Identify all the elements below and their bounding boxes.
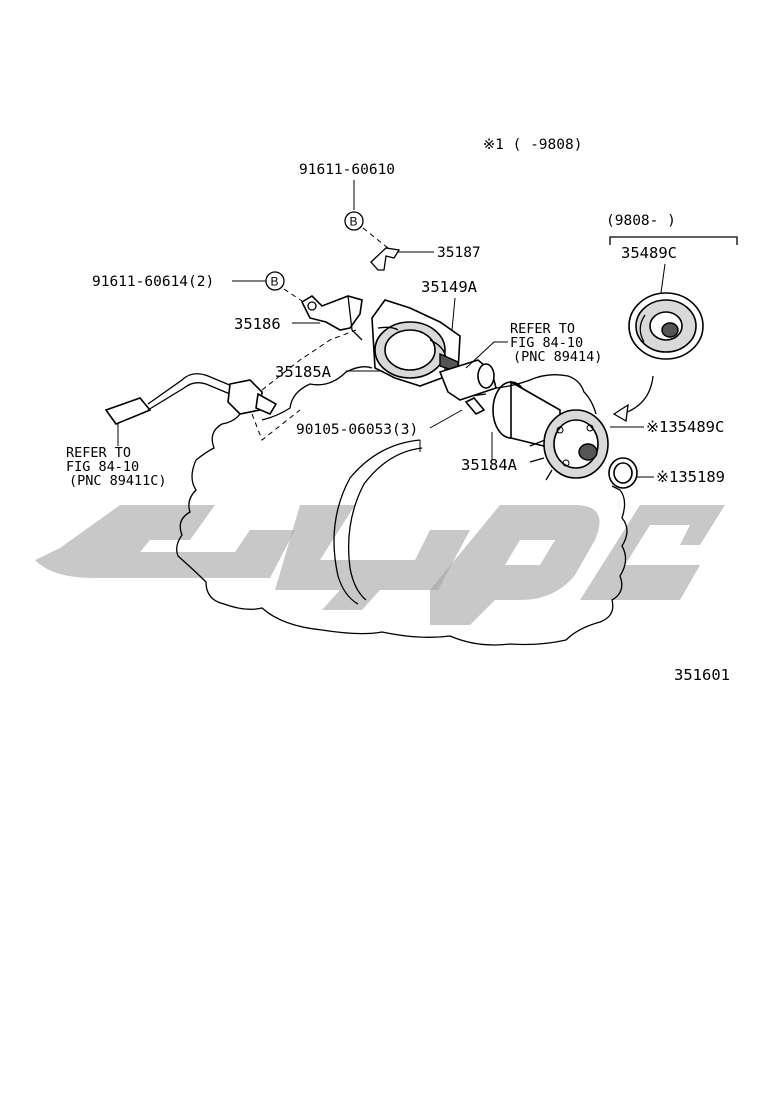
figure-number: 351601 <box>674 666 730 684</box>
callout-35185A: 35185A <box>275 363 332 381</box>
callout-91611-60614: 91611-60614(2) <box>92 274 214 290</box>
callout-135189: ※135189 <box>656 468 725 486</box>
part-35186-bracket <box>300 294 363 341</box>
case-inner-curve <box>333 439 421 605</box>
callout-35184A: 35184A <box>461 456 518 474</box>
part-shaft <box>438 359 497 401</box>
range-bracket-label: (9808- ) <box>606 213 676 229</box>
callout-90105-06053: 90105-06053(3) <box>296 422 418 438</box>
callout-35149A: 35149A <box>421 278 478 296</box>
refer-top-line3: (PNC 89414) <box>513 349 602 365</box>
range-bracket <box>609 236 738 245</box>
callout-35186: 35186 <box>234 315 281 333</box>
part-35149A-housing <box>371 299 461 387</box>
refer-top-line2: FIG 84-10 <box>510 335 583 351</box>
transmission-case-outline <box>176 459 628 646</box>
part-35184A-drive-gear <box>492 380 609 481</box>
watermark-logo <box>35 505 725 625</box>
refer-top-line1: REFER TO <box>510 321 575 337</box>
applicability-note: ※1 ( -9808) <box>483 137 582 153</box>
part-90105-bolt <box>464 393 487 415</box>
svg-text:B: B <box>271 275 279 289</box>
refer-left-line1: REFER TO <box>66 445 131 461</box>
callout-91611-60610: 91611-60610 <box>299 162 395 178</box>
part-135189-o-ring <box>608 457 638 489</box>
marker-b-upper: B <box>344 211 364 231</box>
part-35187-clip <box>370 247 401 271</box>
part-35489C <box>628 292 704 360</box>
marker-b-lower: B <box>265 271 285 291</box>
part-harness-connector <box>104 373 278 425</box>
callout-135489C: ※135489C <box>646 418 724 436</box>
refer-left-line2: FIG 84-10 <box>66 459 139 475</box>
callout-35489C: 35489C <box>621 244 677 262</box>
callout-35187: 35187 <box>437 245 481 261</box>
svg-text:B: B <box>350 215 358 229</box>
refer-left-line3: (PNC 89411C) <box>69 473 167 489</box>
